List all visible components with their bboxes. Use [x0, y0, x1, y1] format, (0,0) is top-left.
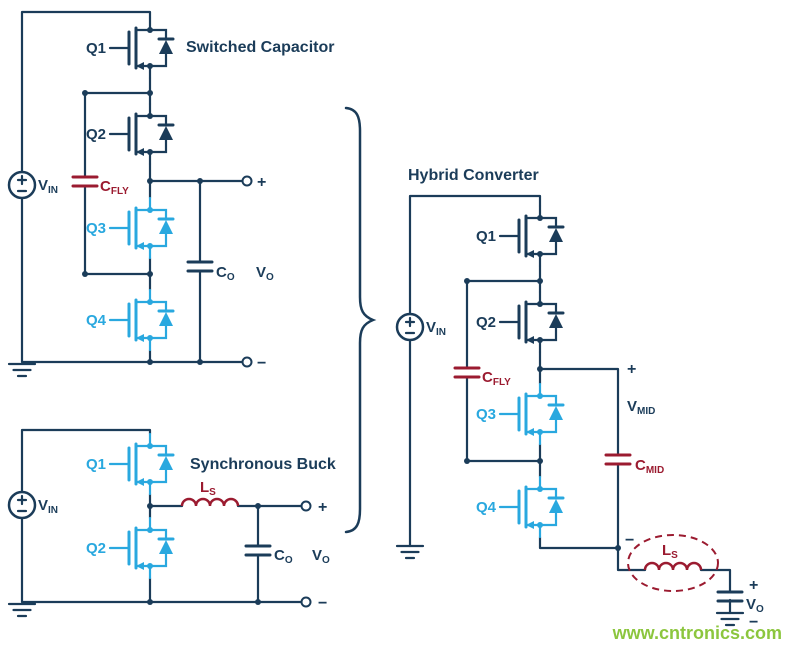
label-q2: Q2	[86, 540, 106, 557]
mosfet-q2	[108, 102, 175, 166]
label-q3: Q3	[476, 406, 496, 423]
mosfet-q4	[498, 475, 565, 539]
ls-highlight-ellipse	[627, 534, 719, 592]
mosfet-q2	[108, 516, 175, 580]
label-q2: Q2	[476, 314, 496, 331]
junction-dot	[82, 271, 88, 277]
output-minus-terminal	[241, 356, 253, 368]
junction-dot	[464, 278, 470, 284]
ground-icon	[7, 602, 37, 618]
label-q4: Q4	[86, 312, 107, 329]
junction-dot	[82, 90, 88, 96]
label-vo: VO	[746, 596, 764, 615]
mosfet-q3	[108, 196, 175, 260]
cmid-capacitor	[604, 453, 632, 466]
vo-capacitor	[716, 590, 744, 603]
vin-source	[7, 170, 37, 200]
label-ls: LS	[200, 479, 216, 498]
junction-dot	[197, 178, 203, 184]
ground-icon	[395, 544, 425, 560]
label-q4: Q4	[476, 499, 497, 516]
mosfet-q3	[498, 382, 565, 446]
label-cfly: CFLY	[100, 178, 129, 197]
output-minus-terminal	[300, 596, 312, 608]
label-q1: Q1	[86, 456, 106, 473]
ls-inductor	[180, 497, 240, 508]
circuit-title: Synchronous Buck	[190, 456, 336, 473]
junction-dot	[147, 359, 153, 365]
vin-source	[7, 490, 37, 520]
synchronous-buck-circuit: Synchronous Buck Q1 Q2 VIN LS CO VO + −	[7, 428, 336, 618]
mosfet-q1	[498, 204, 565, 268]
junction-dot	[615, 545, 621, 551]
label-q3: Q3	[86, 220, 106, 237]
label-vin: VIN	[426, 319, 446, 338]
mosfet-q1	[108, 432, 175, 496]
label-q2: Q2	[86, 126, 106, 143]
label-out-minus: −	[749, 614, 758, 631]
mosfet-q4	[108, 288, 175, 352]
label-q1: Q1	[86, 40, 106, 57]
label-co: CO	[274, 547, 293, 566]
label-vo: VO	[256, 264, 274, 283]
junction-dot	[464, 458, 470, 464]
co-capacitor	[244, 544, 272, 557]
junction-dot	[537, 366, 543, 372]
switched-capacitor-circuit: Switched Capacitor Q1 Q2 Q3 Q4 VIN CFLY …	[7, 10, 334, 378]
label-mid-plus: +	[627, 361, 636, 378]
junction-dot	[255, 599, 261, 605]
circuit-title: Switched Capacitor	[186, 39, 334, 56]
vin-source	[395, 312, 425, 342]
label-vin: VIN	[38, 497, 58, 516]
label-co: CO	[216, 264, 235, 283]
label-mid-minus: −	[625, 532, 634, 549]
label-cmid: CMID	[635, 457, 664, 476]
junction-dot	[147, 178, 153, 184]
junction-dot	[147, 503, 153, 509]
junction-dot	[197, 359, 203, 365]
grouping-brace	[344, 106, 377, 534]
junction-dot	[537, 278, 543, 284]
label-minus: −	[318, 595, 327, 612]
output-plus-terminal	[300, 500, 312, 512]
junction-dot	[255, 503, 261, 509]
label-minus: −	[257, 355, 266, 372]
label-out-plus: +	[749, 577, 758, 594]
ground-icon	[7, 362, 37, 378]
cfly-capacitor	[71, 175, 99, 188]
junction-dot	[147, 271, 153, 277]
watermark: www.cntronics.com	[612, 623, 782, 643]
mosfet-q2	[498, 290, 565, 354]
cfly-capacitor	[453, 366, 481, 379]
co-capacitor	[186, 260, 214, 273]
wire	[408, 194, 732, 615]
hybrid-converter-circuit: Hybrid Converter Q1 Q2 Q3 Q4 VIN CFLY + …	[395, 167, 764, 631]
label-vmid: VMID	[627, 398, 655, 417]
junction-dot	[537, 458, 543, 464]
label-cfly: CFLY	[482, 369, 511, 388]
ls-inductor	[643, 561, 703, 572]
label-ls: LS	[662, 542, 678, 561]
label-plus: +	[318, 499, 327, 516]
label-plus: +	[257, 174, 266, 191]
junction-dot	[147, 599, 153, 605]
label-q1: Q1	[476, 228, 496, 245]
junction-dot	[147, 90, 153, 96]
circuit-title: Hybrid Converter	[408, 167, 539, 184]
output-plus-terminal	[241, 175, 253, 187]
mosfet-q1	[108, 16, 175, 80]
label-vo: VO	[312, 547, 330, 566]
label-vin: VIN	[38, 177, 58, 196]
